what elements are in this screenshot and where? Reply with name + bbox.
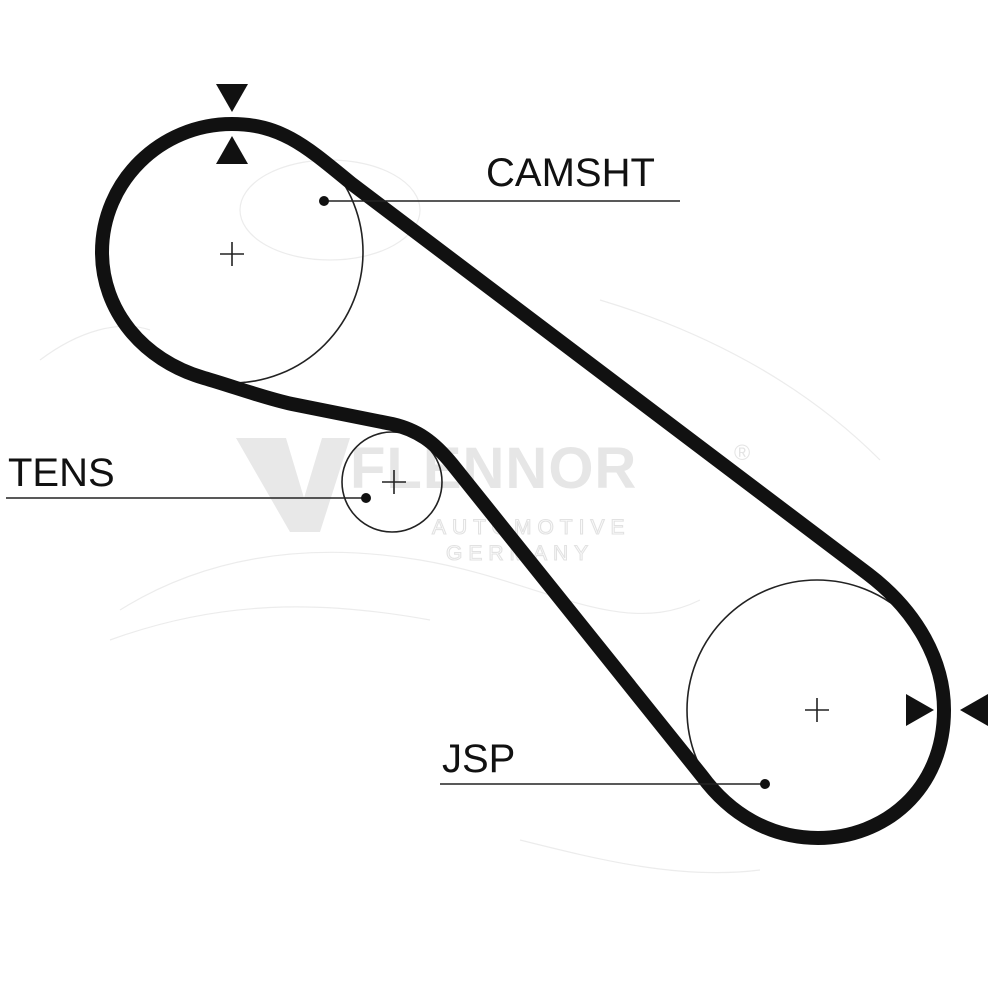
- watermark-logo-mark: [236, 438, 350, 532]
- crankshaft-center-cross: [805, 698, 829, 722]
- camshaft-label: CAMSHT: [486, 151, 655, 195]
- crankshaft-timing-mark: [906, 694, 988, 726]
- background-ghost-sketch: [39, 159, 881, 874]
- camshaft-reference-dot: [319, 196, 329, 206]
- crankshaft-leader: [440, 779, 770, 789]
- tensioner-center-cross: [382, 470, 406, 494]
- tensioner-label: TENS: [8, 451, 115, 495]
- tensioner-reference-dot: [361, 493, 371, 503]
- timing-belt: [95, 117, 951, 845]
- tensioner-pulley: [341, 431, 443, 533]
- watermark-brand: FLENNOR: [350, 436, 637, 501]
- camshaft-center-cross: [220, 242, 244, 266]
- tensioner-leader: [6, 493, 371, 503]
- camshaft-leader: [319, 196, 680, 206]
- crankshaft-reference-dot: [760, 779, 770, 789]
- watermark-registered: ®: [734, 440, 750, 465]
- flennor-watermark: FLENNOR ® AUTOMOTIVE GERMANY: [236, 436, 750, 566]
- watermark-automotive: AUTOMOTIVE: [432, 516, 630, 539]
- camshaft-timing-mark: [216, 84, 248, 164]
- crankshaft-label: JSP: [442, 737, 515, 781]
